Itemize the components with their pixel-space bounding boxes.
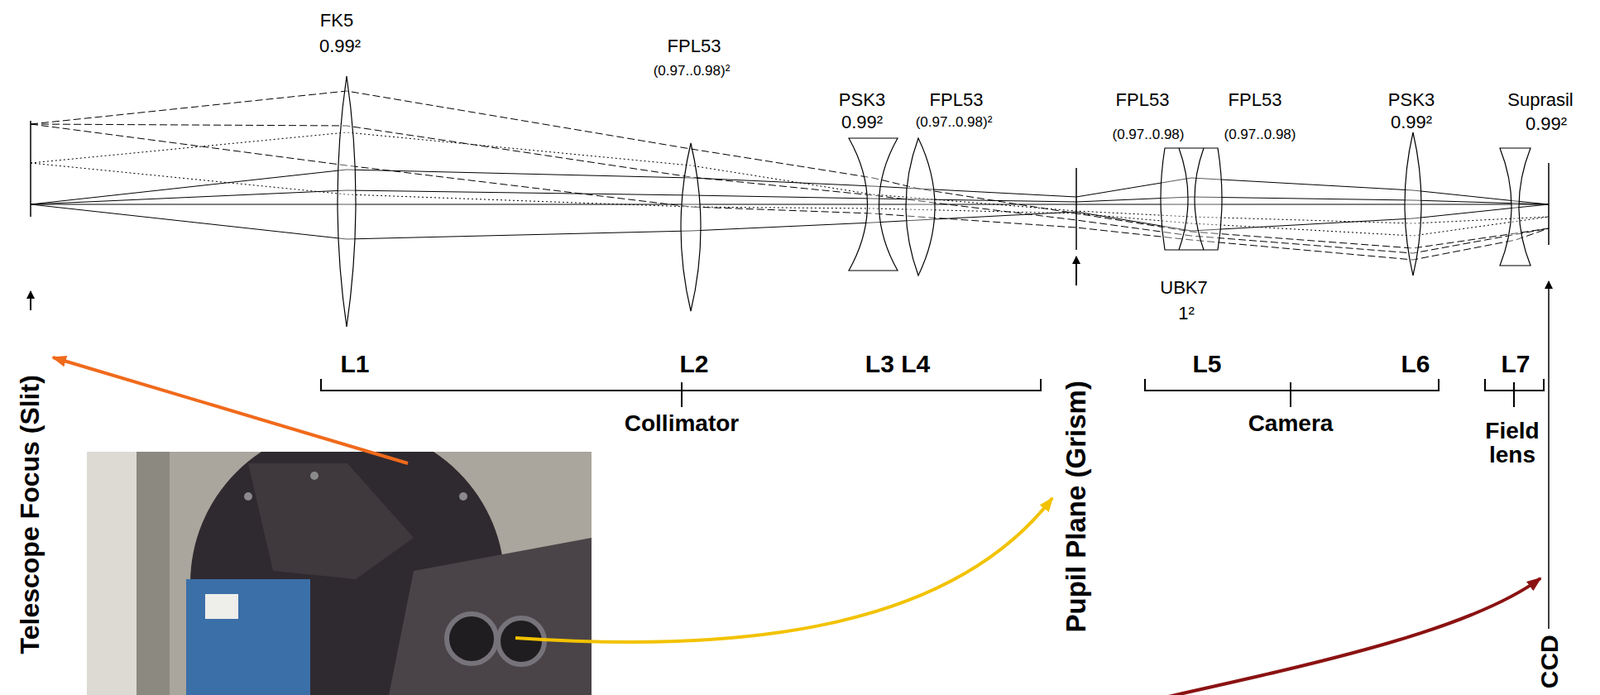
photo-hole [446, 613, 497, 664]
plane-arrow [1075, 256, 1078, 286]
photo-housing [388, 537, 592, 695]
glass-name: UBK7 [1159, 277, 1208, 298]
ray-bundle [30, 91, 1549, 260]
transmission-value: (0.97..0.98) [1112, 127, 1185, 143]
glass-name: FK5 [320, 10, 354, 30]
lens-l5-interface [1178, 148, 1189, 250]
lens-group [337, 76, 1531, 327]
callout-arrow [515, 498, 1053, 642]
photo-plate [248, 463, 414, 580]
ray [30, 169, 1549, 205]
instrument-photo [86, 451, 592, 695]
lens-label: L6 [1400, 350, 1430, 378]
group-bracket [320, 378, 1544, 408]
lens-l7 [1499, 148, 1531, 266]
slit-plane [29, 120, 32, 217]
transmission-value: 0.99² [319, 36, 361, 56]
collimator-bracket [320, 378, 1041, 408]
lens-l1 [337, 76, 356, 327]
photo-label [205, 594, 239, 619]
plane-label: Telescope Focus (Slit) [16, 374, 45, 654]
ray-bundle [30, 169, 1549, 240]
ray [30, 124, 1549, 254]
field-lens-bracket [1485, 378, 1544, 408]
group-label: Camera [1248, 411, 1334, 436]
lens-label: L5 [1192, 350, 1222, 378]
pupil-plane [1075, 167, 1078, 250]
glass-name: FPL53 [667, 36, 722, 56]
plane-arrow [1547, 281, 1550, 629]
transmission-value: 0.99² [841, 112, 883, 132]
transmission-value: 0.99² [1390, 112, 1433, 132]
photo-bolt [459, 492, 468, 501]
photo-wall [136, 451, 170, 695]
lens-l2 [680, 143, 701, 312]
lens-label: L7 [1500, 350, 1530, 378]
photo-window [86, 451, 137, 695]
ray [30, 124, 1549, 260]
camera-bracket [1144, 378, 1439, 408]
photo-blue-box [186, 579, 311, 695]
photo-bolt [244, 492, 253, 501]
transmission-value: 0.99² [1525, 114, 1567, 134]
transmission-value: (0.97..0.98)² [915, 114, 993, 130]
lens-l6 [1404, 132, 1422, 276]
lens-label: L3 L4 [865, 350, 930, 378]
plane-label: Pupil Plane (Grism) [1062, 380, 1092, 633]
ray [30, 91, 1549, 249]
glass-name: FPL53 [929, 90, 984, 110]
plane-arrow [29, 291, 32, 311]
transmission-value: (0.97..0.98) [1224, 127, 1297, 143]
glass-name: PSK3 [1388, 90, 1435, 110]
ray-bundle [30, 132, 1549, 236]
glass-name: Suprasil [1507, 90, 1573, 110]
ray [30, 162, 1549, 236]
ray [30, 190, 1549, 205]
callout-arrow [1168, 578, 1541, 695]
group-label: Field lens [1475, 418, 1550, 468]
transmission-value: 1² [1178, 303, 1195, 323]
ray [30, 132, 1549, 224]
lens-l5 [1160, 148, 1222, 250]
lens-l3 [848, 138, 898, 271]
transmission-value: (0.97..0.98)² [653, 63, 731, 79]
ray [30, 204, 1549, 240]
optical-axis [30, 203, 1549, 205]
lens-label: L1 [340, 350, 369, 378]
glass-name: PSK3 [838, 90, 886, 110]
plane-label: CCD [1535, 635, 1562, 690]
glass-name: FPL53 [1228, 90, 1283, 110]
photo-bolt [310, 471, 319, 480]
group-label: Collimator [624, 411, 739, 436]
glass-name: FPL53 [1116, 90, 1170, 110]
photo-hole [498, 617, 545, 665]
lens-label: L2 [679, 350, 709, 378]
lens-l5-interface [1194, 148, 1204, 250]
lens-l4 [905, 138, 935, 276]
